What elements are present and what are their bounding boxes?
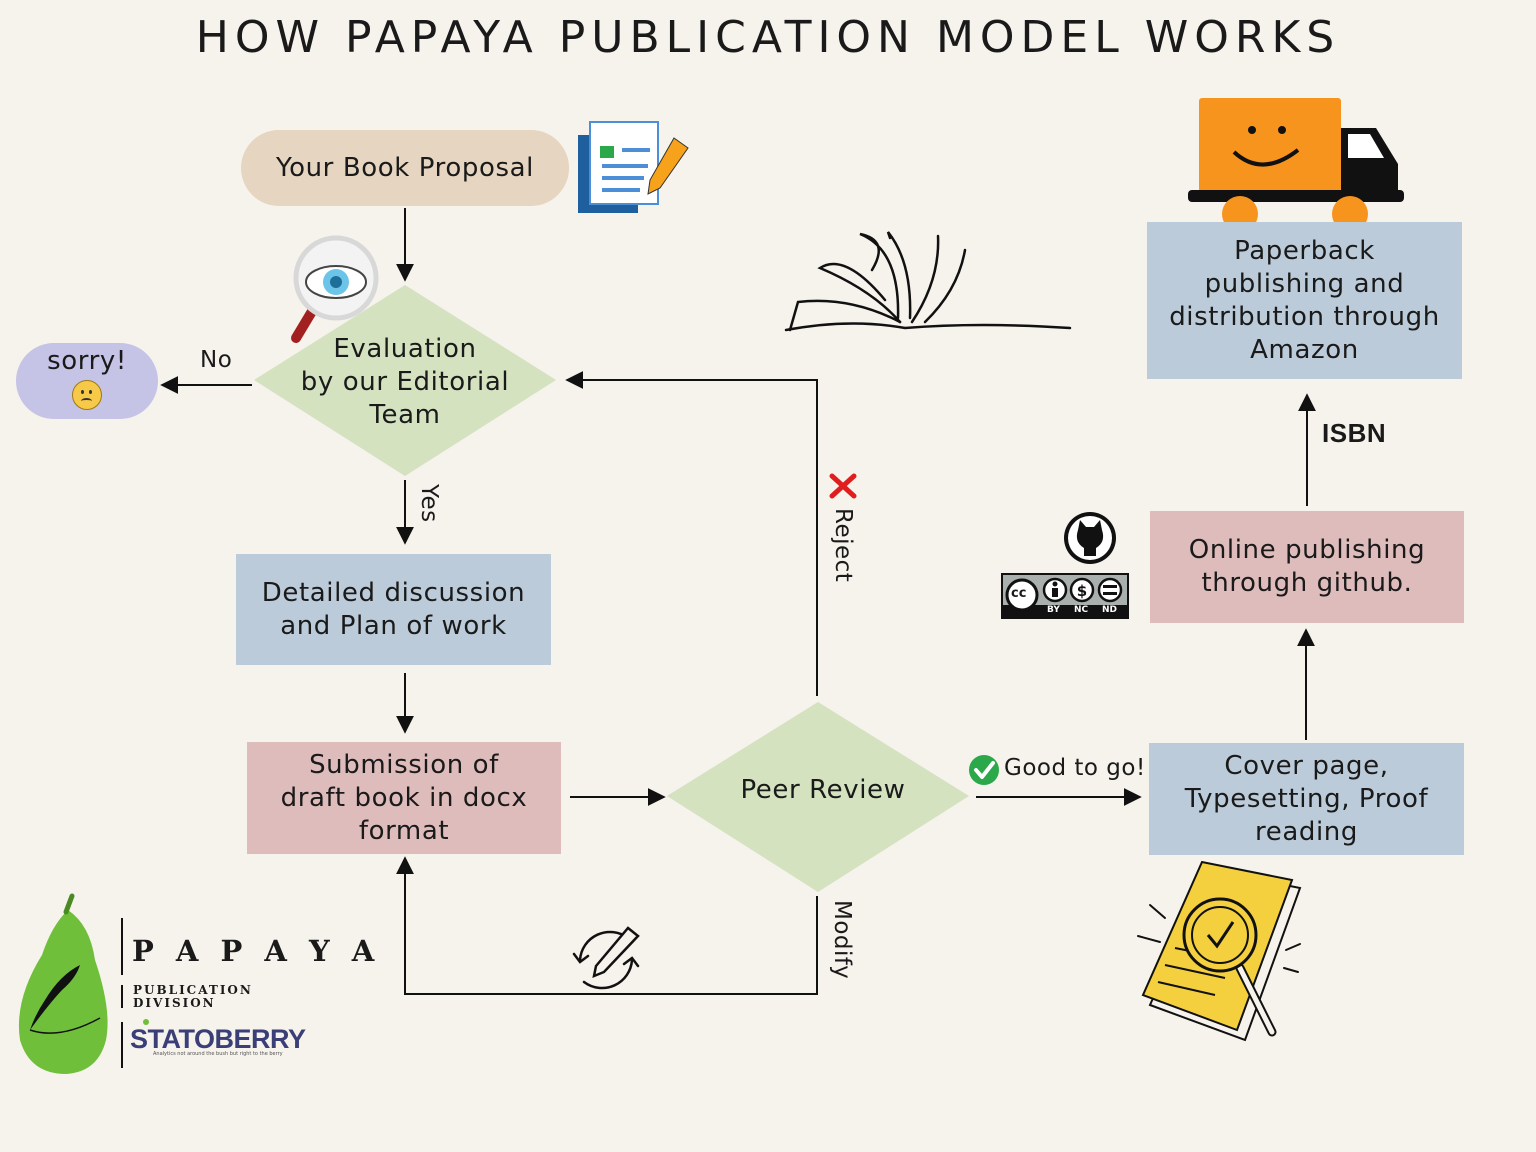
peer-review-node: Peer Review [740, 774, 906, 805]
sorry-node: sorry! [16, 343, 158, 419]
cover-node: Cover page, Typesetting, Proof reading [1149, 743, 1464, 855]
edge-label-reject: Reject [830, 508, 856, 583]
edit-cycle-icon [572, 926, 640, 990]
sorry-label: sorry! [47, 346, 127, 376]
discussion-node: Detailed discussion and Plan of work [236, 554, 551, 665]
peer-review-diamond [667, 702, 969, 892]
evaluation-node: Evaluation by our Editorial Team [300, 333, 510, 430]
green-check-icon [969, 755, 999, 785]
sad-face-icon [72, 380, 102, 410]
paperback-node: Paperback publishing and distribution th… [1147, 222, 1462, 379]
creative-commons-icon: $ [1001, 573, 1129, 619]
cc-nc-text: NC [1074, 605, 1089, 615]
github-icon [1064, 512, 1116, 564]
edge-label-good: Good to go! [1004, 755, 1146, 781]
edge-label-no: No [200, 347, 233, 373]
page-title: HOW PAPAYA PUBLICATION MODEL WORKS [195, 12, 1341, 63]
edge-label-modify: Modify [829, 900, 855, 980]
arrow-modify-loop [396, 856, 818, 995]
truck-icon [1188, 98, 1404, 232]
open-book-icon [784, 231, 1072, 332]
proof-document-icon [1137, 860, 1302, 1042]
division-line2: DIVISION [133, 996, 216, 1010]
partner-logo: STATOBERRY [130, 1024, 306, 1054]
edge-label-yes: Yes [416, 484, 442, 523]
cc-nd-text: ND [1102, 605, 1118, 615]
submission-node: Submission of draft book in docx format [247, 742, 561, 854]
online-node: Online publishing through github. [1150, 511, 1464, 623]
brand-name: P A P A Y A [132, 934, 381, 968]
division-label: PUBLICATION DIVISION [133, 984, 253, 1010]
magnifier-eye-icon [291, 235, 379, 343]
arrow-reject-loop [565, 371, 818, 696]
papaya-logo-icon [18, 893, 149, 1074]
division-line1: PUBLICATION [133, 983, 253, 997]
document-pencil-icon [578, 121, 689, 213]
evaluation-diamond [254, 285, 556, 476]
cc-text: cc [1011, 586, 1027, 601]
red-x-icon [829, 473, 857, 499]
cc-by-text: BY [1047, 605, 1060, 615]
svg-text:$: $ [1077, 582, 1087, 600]
partner-tagline: Analytics not around the bush but right … [153, 1051, 283, 1057]
proposal-node: Your Book Proposal [241, 130, 569, 206]
edge-label-isbn: ISBN [1322, 418, 1387, 448]
